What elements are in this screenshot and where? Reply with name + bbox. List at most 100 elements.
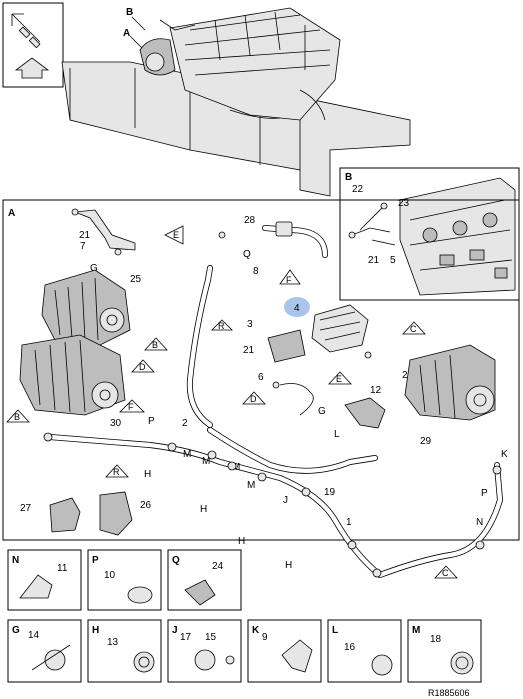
callout-4-highlight (284, 297, 310, 317)
triangle-f: F (279, 269, 301, 285)
main-title: A (8, 208, 15, 219)
svg-text:L: L (332, 625, 338, 636)
callout-12: 12 (370, 385, 382, 396)
triangle-e: E (328, 371, 352, 385)
overview-engine (61, 7, 411, 197)
svg-text:F: F (286, 275, 292, 285)
callout-3: 3 (247, 319, 253, 330)
callout-27: 27 (20, 503, 32, 514)
legend-n: N 11 (7, 549, 82, 611)
svg-text:C: C (442, 568, 449, 578)
svg-text:9: 9 (262, 632, 268, 643)
letter-h: H (200, 504, 207, 515)
letter-m: M (232, 462, 240, 473)
svg-text:J: J (172, 625, 178, 636)
svg-text:B: B (152, 340, 158, 350)
svg-text:N: N (12, 555, 19, 566)
part-3 (267, 329, 306, 363)
overview-label-a: A (123, 28, 130, 39)
svg-text:R: R (113, 467, 120, 477)
svg-text:E: E (336, 374, 342, 384)
legend-m: M 18 (407, 619, 482, 683)
letter-m: M (202, 456, 210, 467)
orientation-box (2, 2, 64, 88)
svg-text:11: 11 (57, 563, 68, 574)
triangle-b: B (6, 409, 30, 423)
starter-motor (404, 344, 496, 421)
callout-21: 21 (79, 230, 91, 241)
part-12 (344, 397, 386, 429)
callout-7: 7 (80, 241, 86, 252)
svg-text:18: 18 (430, 634, 442, 645)
letter-n: N (476, 517, 483, 528)
up-arrow-icon (14, 57, 50, 79)
part-26 (99, 491, 133, 536)
detail-b-box (339, 167, 520, 301)
callout-26: 26 (140, 500, 152, 511)
reference-code: R1885606 (428, 688, 470, 698)
callout-6: 6 (258, 372, 264, 383)
callout-30: 30 (110, 418, 122, 429)
callout-1: 1 (346, 517, 352, 528)
legend-h: H 13 (87, 619, 162, 683)
harness-clips (167, 442, 502, 578)
part-27 (49, 497, 81, 533)
legend-q: Q 24 (167, 549, 242, 611)
bracket-7 (74, 209, 136, 251)
letter-m: M (247, 480, 255, 491)
legend-k: K 9 (247, 619, 322, 683)
callout-29: 29 (420, 436, 432, 447)
svg-text:10: 10 (104, 570, 116, 581)
svg-text:13: 13 (107, 637, 119, 648)
legend-l: L 16 (327, 619, 402, 683)
triangle-r: R (105, 464, 129, 478)
svg-text:B: B (14, 412, 20, 422)
callout-19: 19 (324, 487, 336, 498)
letter-h: H (238, 536, 245, 547)
svg-text:17: 17 (180, 632, 192, 643)
svg-text:R: R (218, 321, 225, 331)
svg-text:Q: Q (172, 555, 180, 566)
svg-text:M: M (412, 625, 420, 636)
letter-k: K (501, 449, 508, 460)
letter-j: J (283, 495, 288, 506)
svg-text:C: C (410, 324, 417, 334)
svg-text:F: F (128, 402, 134, 412)
main-box-a (2, 199, 520, 541)
letter-p: P (481, 488, 488, 499)
detail-b-callout: 23 (398, 198, 410, 209)
callout-2: 2 (182, 418, 188, 429)
svg-text:24: 24 (212, 561, 224, 572)
svg-text:16: 16 (344, 642, 356, 653)
letter-h: H (285, 560, 292, 571)
callout-25: 25 (130, 274, 142, 285)
svg-text:14: 14 (28, 630, 40, 641)
svg-text:H: H (92, 625, 99, 636)
letter-g: G (90, 263, 98, 274)
letter-q: Q (243, 249, 251, 260)
detail-b-callout: 21 (368, 255, 380, 266)
callout-4[interactable]: 4 (294, 303, 300, 314)
legend-j: J 17 15 (167, 619, 242, 683)
letter-g: G (318, 406, 326, 417)
triangle-d: D (131, 359, 155, 373)
callout-28: 28 (244, 215, 256, 226)
triangle-r: R (211, 319, 233, 331)
triangle-c: C (402, 321, 426, 335)
letter-p: P (148, 416, 155, 427)
callout-8: 8 (253, 266, 259, 277)
callout-21: 21 (243, 345, 255, 356)
alternator-upper (41, 269, 131, 346)
detail-b-title: B (345, 172, 352, 183)
svg-text:D: D (250, 394, 257, 404)
triangle-e: E (164, 225, 184, 245)
svg-text:P: P (92, 555, 99, 566)
overview-label-b: B (126, 7, 133, 18)
detail-b-callout: 22 (352, 184, 364, 195)
triangle-b: B (144, 337, 168, 351)
detail-b-callout: 5 (390, 255, 396, 266)
svg-text:E: E (173, 230, 179, 240)
letter-m: M (183, 449, 191, 460)
svg-text:15: 15 (205, 632, 217, 643)
